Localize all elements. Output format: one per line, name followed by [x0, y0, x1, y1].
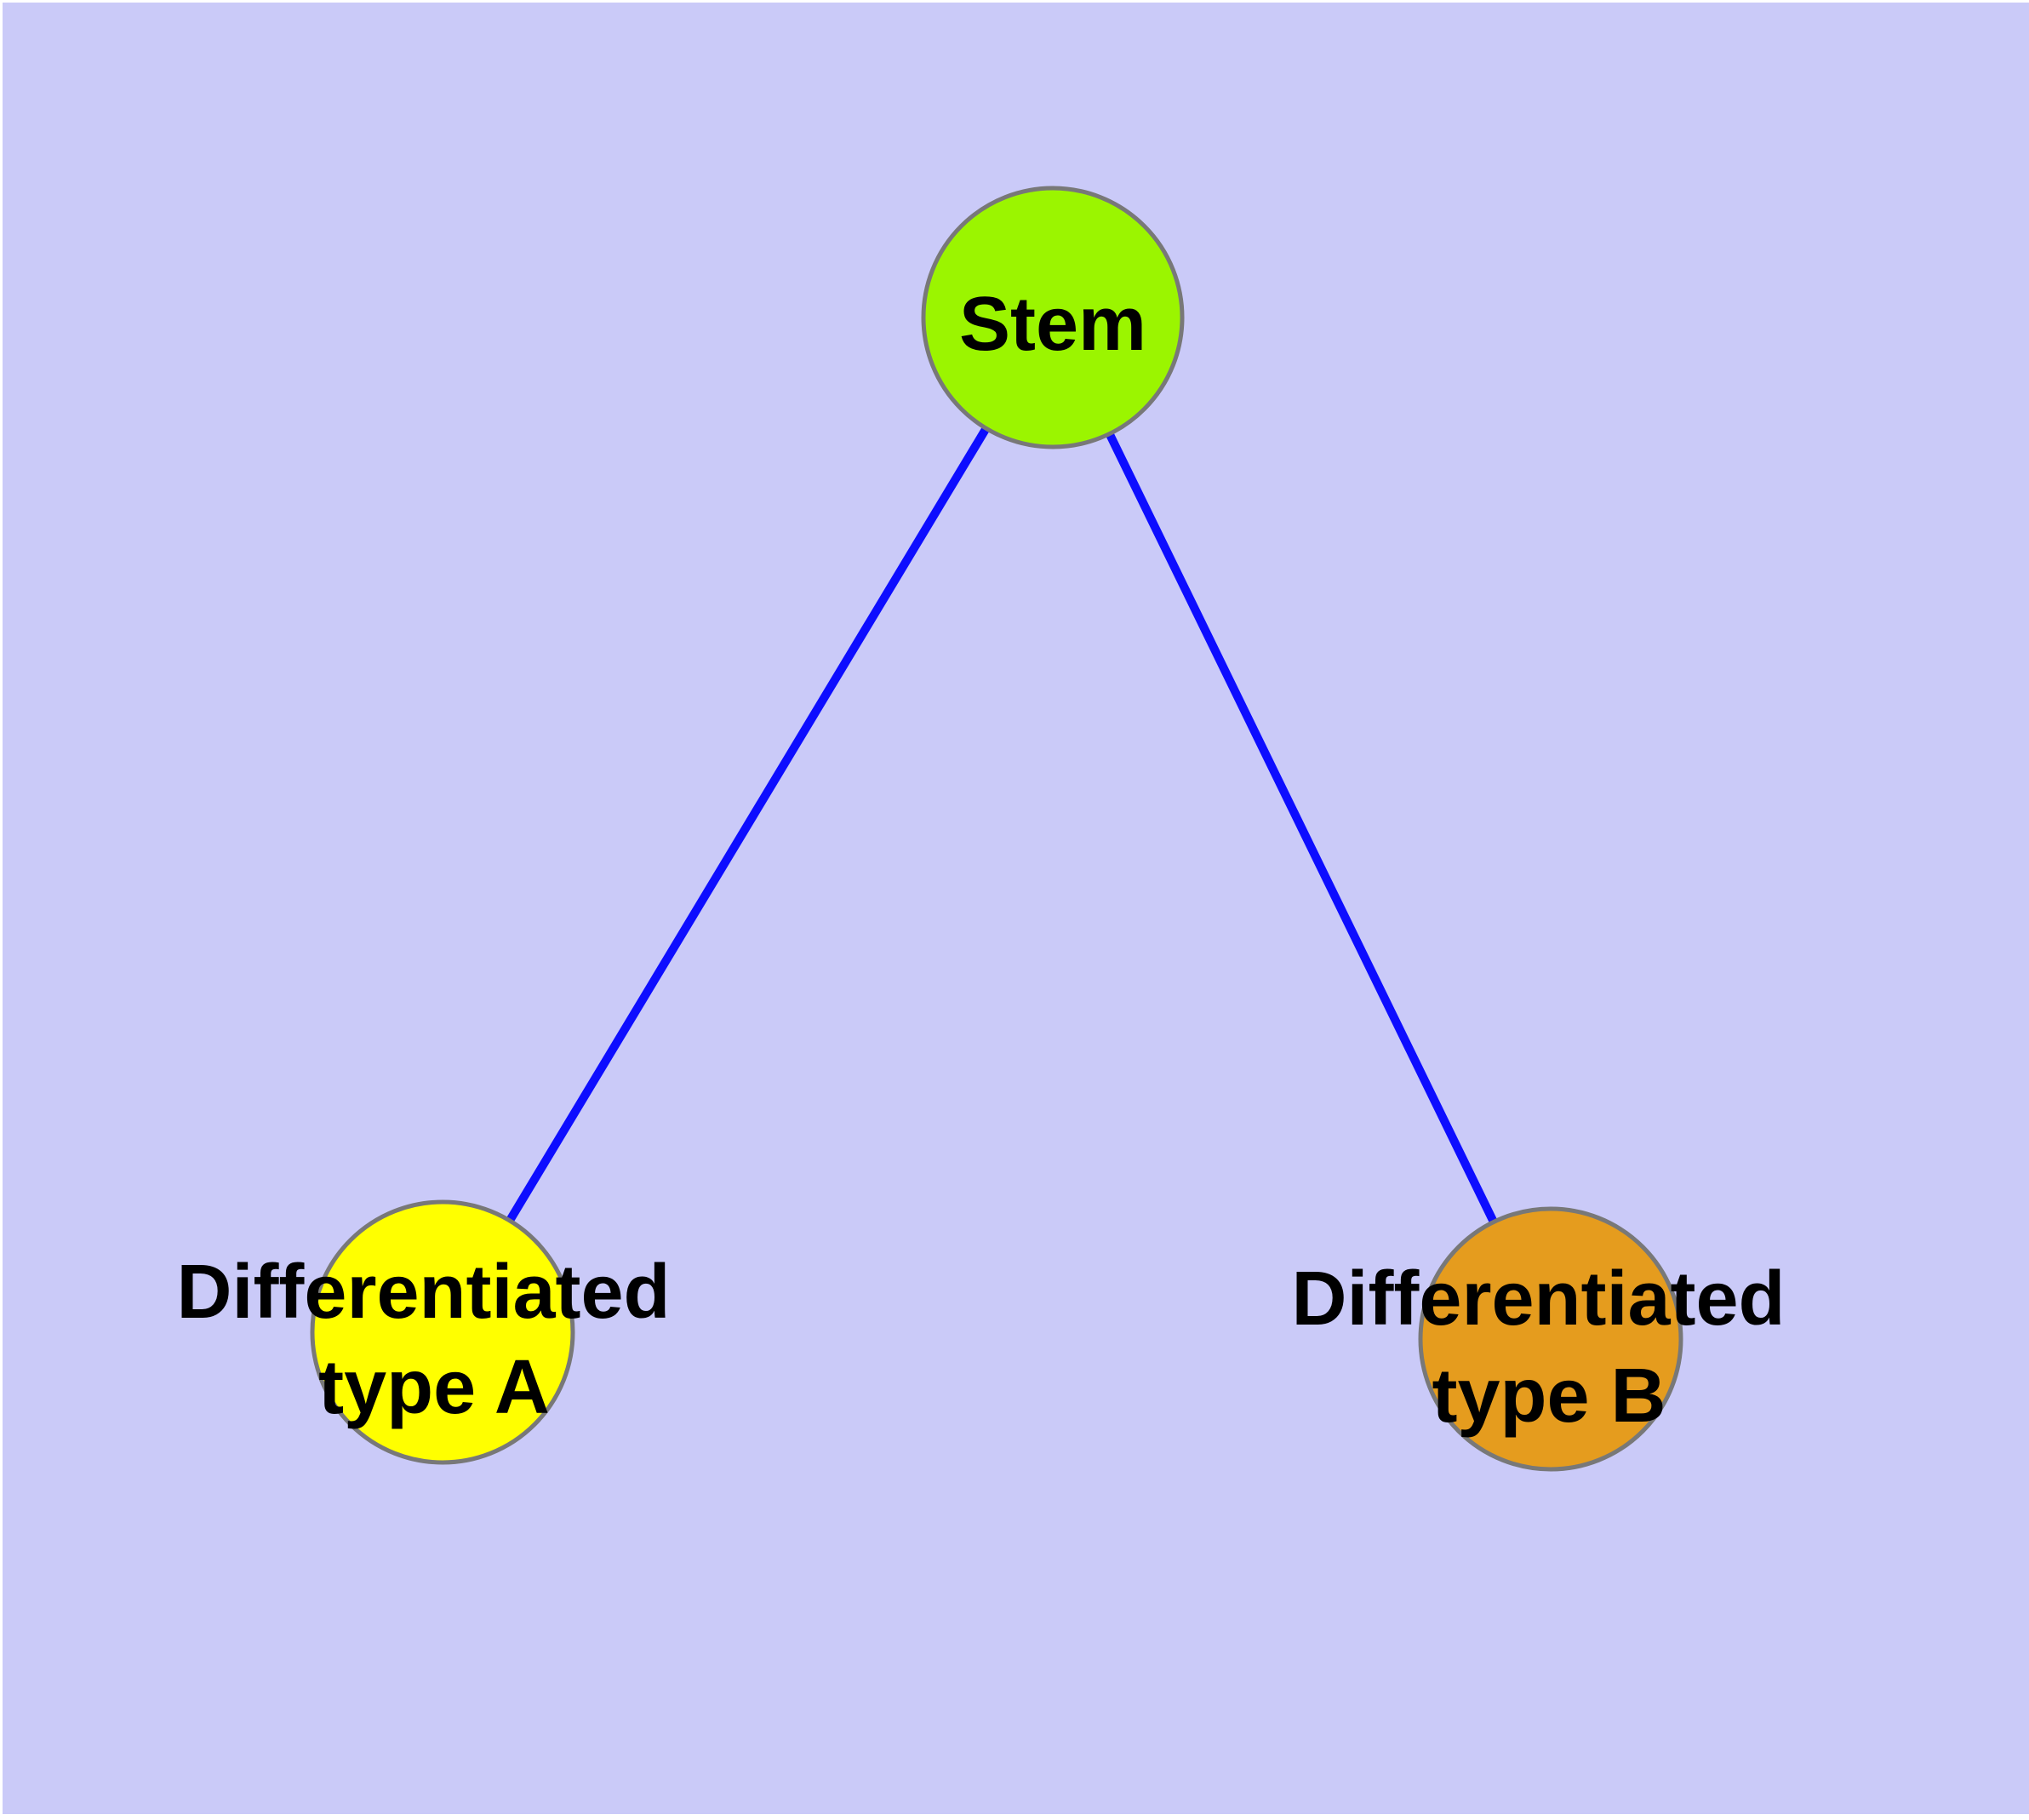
node-differentiated-type-a — [310, 1199, 575, 1465]
edge-stem-to-type-a — [438, 315, 1057, 1335]
edge-stem-to-type-b — [1049, 315, 1555, 1342]
node-label-differentiated-type-b: Differentiated type B — [1291, 1256, 1806, 1439]
node-differentiated-type-b — [1418, 1206, 1683, 1472]
node-label-differentiated-type-a-line2: type A — [318, 1345, 550, 1430]
node-label-differentiated-type-a: Differentiated type A — [176, 1250, 691, 1430]
node-stem — [921, 186, 1185, 449]
node-label-differentiated-type-b-line1: Differentiated — [1291, 1256, 1785, 1342]
node-label-stem: Stem — [959, 282, 1146, 367]
node-label-differentiated-type-a-line1: Differentiated — [176, 1250, 670, 1335]
node-label-differentiated-type-b-line2: type B — [1432, 1354, 1666, 1439]
